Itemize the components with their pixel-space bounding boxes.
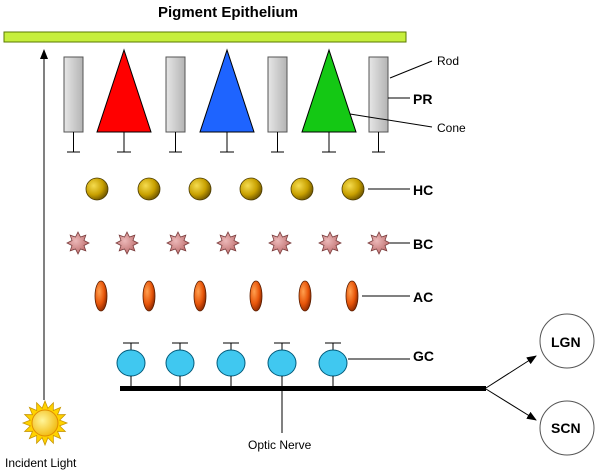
amacrine-cell [193, 280, 207, 312]
bipolar-cell [66, 231, 90, 255]
gc-label: GC [413, 348, 434, 364]
horizontal-cell [188, 177, 212, 201]
cone-cell-blue [199, 48, 255, 153]
arrow-to-scn [485, 388, 537, 421]
optic-nerve-bar [120, 386, 486, 391]
bipolar-cell [166, 231, 190, 255]
rod-cell [368, 56, 389, 153]
ganglion-cell [267, 342, 297, 388]
ganglion-cell [318, 342, 348, 388]
arrow-to-lgn [485, 355, 537, 389]
ganglion-cell [116, 342, 146, 388]
amacrine-cell [142, 280, 156, 312]
rod-label: Rod [437, 54, 460, 68]
scn-circle [539, 400, 595, 456]
lgn-circle [539, 313, 595, 369]
amacrine-cells-row [94, 280, 359, 312]
hc-label: HC [413, 182, 434, 198]
ac-label: AC [413, 289, 434, 305]
bipolar-cell [115, 231, 139, 255]
horizontal-cell [85, 177, 109, 201]
cone-cell-green [301, 48, 357, 153]
incident-light-label: Incident Light [5, 456, 77, 470]
amacrine-cell [94, 280, 108, 312]
horizontal-cell [290, 177, 314, 201]
pr-label: PR [413, 91, 433, 107]
rod-cell [63, 56, 84, 153]
sun-icon [21, 399, 69, 447]
bipolar-cell [367, 231, 391, 255]
cone-cell-red [96, 48, 152, 153]
bipolar-cell [318, 231, 342, 255]
bipolar-cell [216, 231, 240, 255]
bipolar-cell [268, 231, 292, 255]
ganglion-cell [216, 342, 246, 388]
rod-leader-line [389, 60, 433, 79]
pigment-epithelium-title: Pigment Epithelium [158, 4, 299, 21]
rod-cell [165, 56, 186, 153]
cone-leader-line [349, 113, 433, 128]
horizontal-cell [239, 177, 263, 201]
ganglion-cells-row [116, 342, 348, 388]
scn-label: SCN [551, 420, 581, 436]
optic-nerve-label: Optic Nerve [248, 438, 312, 452]
cone-label: Cone [437, 121, 466, 135]
pigment-epithelium-bar [3, 31, 407, 43]
lgn-label: LGN [551, 334, 581, 350]
ganglion-cell [165, 342, 195, 388]
bc-label: BC [413, 236, 434, 252]
rod-cell [267, 56, 288, 153]
horizontal-cell [137, 177, 161, 201]
bipolar-cells-row [66, 231, 391, 255]
amacrine-cell [249, 280, 263, 312]
amacrine-cell [345, 280, 359, 312]
horizontal-cell [341, 177, 365, 201]
horizontal-cells-row [85, 177, 365, 201]
amacrine-cell [298, 280, 312, 312]
